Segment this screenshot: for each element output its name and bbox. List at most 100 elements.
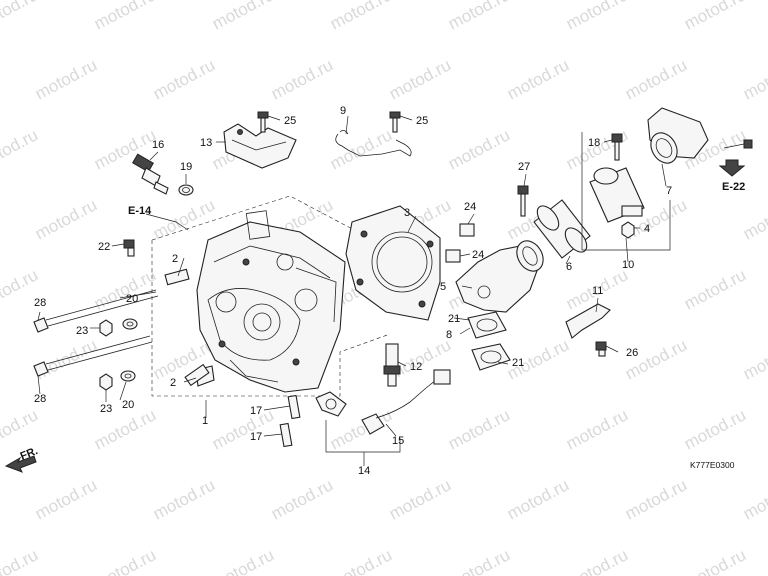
callout-17-upper: 17 (250, 405, 262, 417)
watermark-text: motod.ru (32, 55, 100, 103)
insulator-part (467, 311, 507, 339)
watermark-text: motod.ru (209, 545, 277, 576)
callout-14: 14 (358, 465, 370, 477)
watermark-text: motod.ru (150, 55, 218, 103)
callout-18: 18 (588, 137, 600, 149)
front-direction-arrow-icon (4, 455, 37, 473)
watermark-text: motod.ru (563, 0, 631, 34)
callout-23-upper: 23 (76, 325, 88, 337)
watermark-text: motod.ru (740, 195, 768, 243)
callout-23-lower: 23 (100, 403, 112, 415)
callout-27: 27 (518, 161, 530, 173)
callout-26: 26 (626, 347, 638, 359)
reference-label-e14: E-14 (128, 205, 152, 217)
callout-2-upper: 2 (172, 253, 178, 265)
stud-bolt-part (33, 289, 159, 377)
stay-bracket-part (565, 303, 611, 339)
callout-28-upper: 28 (34, 297, 46, 309)
dowel-pin-part (184, 363, 210, 387)
bracket-part (223, 123, 297, 169)
watermark-text: motod.ru (0, 545, 41, 576)
watermark-text: motod.ru (91, 265, 159, 313)
watermark-text: motod.ru (91, 0, 159, 34)
callout-3: 3 (404, 207, 410, 219)
bolt-part (517, 185, 529, 217)
reference-label-e22: E-22 (722, 181, 745, 193)
bolt-part (611, 133, 623, 161)
callout-9: 9 (340, 105, 346, 117)
watermark-text: motod.ru (268, 55, 336, 103)
watermark-text: motod.ru (327, 545, 395, 576)
callout-15: 15 (392, 435, 404, 447)
air-connector-part (647, 107, 709, 164)
callout-12: 12 (410, 361, 422, 373)
watermark-text: motod.ru (91, 545, 159, 576)
callout-25-right: 25 (416, 115, 428, 127)
bolt-part (123, 239, 135, 257)
watermark-text: motod.ru (209, 405, 277, 453)
callout-6: 6 (566, 261, 572, 273)
connecting-tube-part (533, 199, 591, 259)
callout-16: 16 (152, 139, 164, 151)
callout-20-lower: 20 (122, 399, 134, 411)
tube-band-part (589, 167, 645, 223)
stud-part (279, 422, 293, 448)
cylinder-gasket-part (345, 205, 441, 321)
watermark-text: motod.ru (681, 0, 749, 34)
watermark-text: motod.ru (150, 475, 218, 523)
callout-2-lower: 2 (170, 377, 176, 389)
callout-21-lower: 21 (512, 357, 524, 369)
cylinder-head-part (195, 210, 346, 393)
watermark-text: motod.ru (681, 405, 749, 453)
watermark-text: motod.ru (0, 0, 41, 34)
watermark-text: motod.ru (504, 55, 572, 103)
watermark-text: motod.ru (445, 0, 513, 34)
leader-lines (37, 115, 667, 466)
watermark-text: motod.ru (445, 125, 513, 173)
callout-4: 4 (644, 223, 650, 235)
watermark-text: motod.ru (32, 195, 100, 243)
intake-pipe-part (455, 240, 544, 313)
spark-plug-part (383, 343, 401, 387)
watermark-text: motod.ru (563, 405, 631, 453)
bolt-part (389, 111, 401, 133)
watermark-text: motod.ru (504, 475, 572, 523)
part-1-bracket (151, 240, 391, 397)
dowel-pin-part (164, 268, 190, 286)
nut-part (99, 373, 113, 391)
callout-1: 1 (202, 415, 208, 427)
callout-19: 19 (180, 161, 192, 173)
watermark-text: motod.ru (445, 545, 513, 576)
callout-7: 7 (666, 185, 672, 197)
e22-arrow-icon (718, 159, 746, 177)
watermark-text: motod.ru (327, 125, 395, 173)
watermark-text: motod.ru (563, 545, 631, 576)
gasket-part (471, 343, 511, 371)
callout-8: 8 (446, 329, 452, 341)
watermark-text: motod.ru (386, 475, 454, 523)
watermark-text: motod.ru (0, 125, 41, 173)
o2-sensor-part (315, 369, 451, 435)
watermark-text: motod.ru (681, 545, 749, 576)
temperature-sensor-part (132, 153, 169, 195)
watermark-text: motod.ru (740, 335, 768, 383)
watermark-text: motod.ru (622, 55, 690, 103)
collar-part (445, 249, 461, 263)
stud-part (287, 394, 301, 420)
watermark-text: motod.ru (268, 475, 336, 523)
callout-17-lower: 17 (250, 431, 262, 443)
spring-clip-part (335, 133, 412, 157)
screw-part (723, 139, 753, 149)
watermark-text: motod.ru (209, 0, 277, 34)
nut-part (99, 319, 113, 337)
callout-labels: 1 2 2 3 4 5 6 7 8 9 10 11 12 13 14 15 16… (34, 105, 672, 477)
watermark-text: motod.ru (445, 405, 513, 453)
part-14-bracket (325, 420, 401, 453)
watermark-text: motod.ru (386, 55, 454, 103)
callout-13: 13 (200, 137, 212, 149)
callout-28-lower: 28 (34, 393, 46, 405)
part-10-bracket (581, 132, 671, 251)
washer-part (122, 318, 138, 330)
